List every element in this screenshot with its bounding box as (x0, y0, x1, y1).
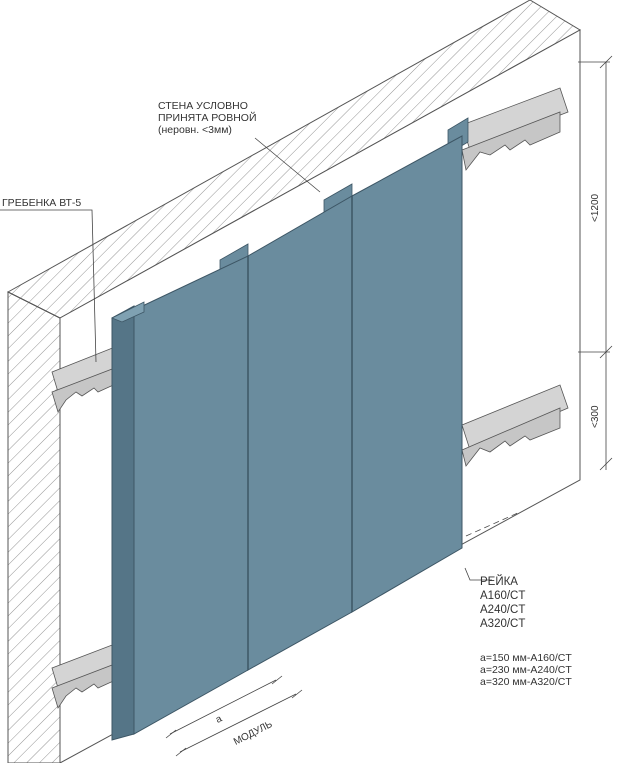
leader-lines (0, 137, 492, 581)
size-item-1: a=150 мм-A160/CT (480, 652, 572, 664)
rail-panel-1 (133, 255, 249, 735)
comb-lower-right (461, 384, 569, 467)
size-list: a=150 мм-A160/CT a=230 мм-A240/CT a=320 … (480, 652, 572, 688)
dimension-lines-bottom (165, 511, 521, 757)
comb-top-right (461, 87, 569, 171)
rail-panel-2 (247, 195, 353, 671)
dimension-lines-vertical (578, 55, 613, 471)
wall-label: СТЕНА УСЛОВНО ПРИНЯТА РОВНОЙ (неровн. <3… (158, 100, 257, 136)
rail-type-3: A320/CT (480, 618, 526, 630)
dimension-300-label: <300 (590, 405, 601, 428)
wall-label-line-3: (неровн. <3мм) (158, 124, 232, 136)
rail-title: РЕЙКА (480, 576, 518, 588)
size-item-3: a=320 мм-A320/CT (480, 676, 572, 688)
wall-left-face (7, 291, 61, 763)
rail-type-1: A160/CT (480, 590, 526, 602)
rail-edge-profile (111, 305, 135, 741)
rail-type-2: A240/CT (480, 604, 526, 616)
wall-label-line-1: СТЕНА УСЛОВНО (158, 100, 248, 112)
wall-label-line-2: ПРИНЯТА РОВНОЙ (158, 112, 257, 124)
size-item-2: a=230 мм-A240/CT (480, 664, 572, 676)
comb-label: ГРЕБЕНКА ВТ-5 (2, 197, 82, 209)
rail-panel-3 (351, 135, 463, 613)
rail-label: РЕЙКА A160/CT A240/CT A320/CT (480, 575, 525, 631)
dimension-1200-label: <1200 (590, 193, 601, 222)
